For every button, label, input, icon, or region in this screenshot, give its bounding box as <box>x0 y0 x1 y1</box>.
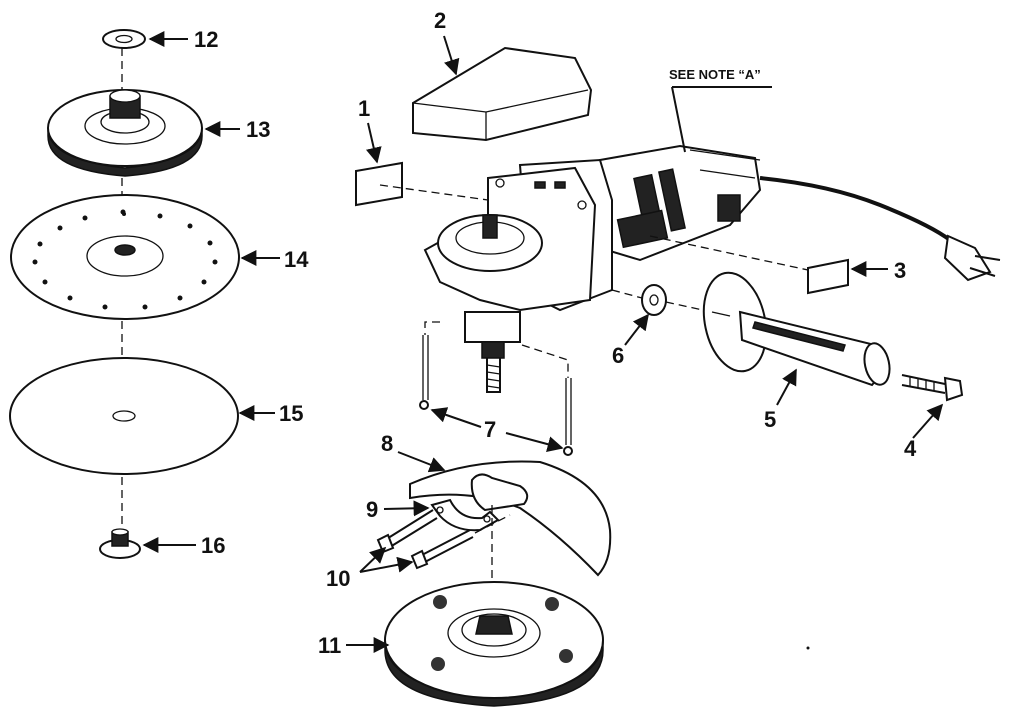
callout-11: 11 <box>318 633 341 658</box>
see-note-a-label: SEE NOTE “A” <box>669 67 761 82</box>
part-5-side-handle <box>702 271 891 387</box>
callout-9: 9 <box>366 497 378 522</box>
callout-1: 1 <box>358 96 370 121</box>
callout-3: 3 <box>894 258 906 283</box>
stray-dot <box>806 646 810 650</box>
callout-4: 4 <box>904 436 917 461</box>
callout-14: 14 <box>284 247 309 272</box>
callout-6: 6 <box>612 343 624 368</box>
part-12-washer <box>102 29 146 49</box>
callout-2: 2 <box>434 8 446 33</box>
callout-leaders <box>142 31 944 653</box>
callout-5: 5 <box>764 407 776 432</box>
part-3-label <box>649 235 849 295</box>
callout-16: 16 <box>201 533 225 558</box>
part-13-backing-pad <box>47 89 203 177</box>
grinder-gear-head <box>423 166 597 393</box>
part-15-abrasive-disc <box>9 357 239 475</box>
callout-10: 10 <box>326 566 350 591</box>
callout-8: 8 <box>381 431 393 456</box>
part-7-screws <box>419 321 573 456</box>
callout-7: 7 <box>484 417 496 442</box>
stray-dot <box>122 212 126 216</box>
part-9-guard-clamp <box>430 498 500 532</box>
part-8-wheel-guard <box>409 460 612 577</box>
part-1-label <box>355 161 489 207</box>
callout-12: 12 <box>194 27 218 52</box>
part-4-bolt <box>901 374 964 402</box>
part-6-washer <box>611 284 713 316</box>
callout-15: 15 <box>279 401 303 426</box>
callout-13: 13 <box>246 117 270 142</box>
part-16-clamp-nut <box>99 528 141 559</box>
part-11-grinding-wheel <box>384 581 604 707</box>
part-2-switch-cover <box>412 46 593 142</box>
